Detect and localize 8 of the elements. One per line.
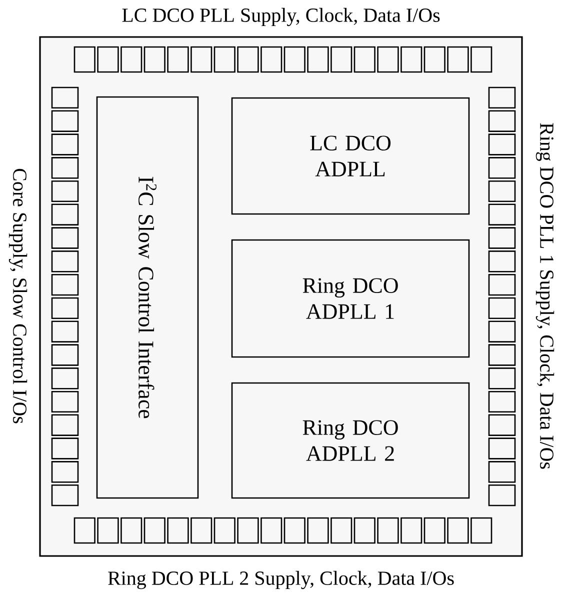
block-box: Ring DCO ADPLL 2 [231, 382, 470, 499]
side-label: Ring DCO PLL 2 Supply, Clock, Data I/Os [108, 570, 454, 590]
side-label: LC DCO PLL Supply, Clock, Data I/Os [122, 8, 440, 26]
side-label: Ring DCO PLL 1 Supply, Clock, Data I/Os [536, 123, 554, 469]
block-box: Ring DCO ADPLL 1 [231, 239, 470, 358]
block-box: I$^{2}$C Slow Control Interface [96, 96, 199, 499]
side-label: Core Supply, Slow Control I/Os [8, 168, 28, 424]
block-box: LC DCO ADPLL [231, 97, 470, 215]
